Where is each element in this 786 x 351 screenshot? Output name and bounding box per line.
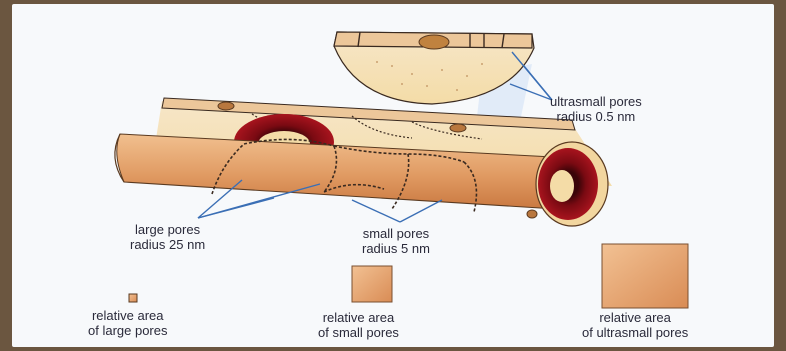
legend-square-ultrasmall — [602, 244, 688, 308]
small-pores-title: small pores — [362, 226, 430, 241]
ultrasmall-pores-label: ultrasmall pores radius 0.5 nm — [550, 94, 642, 124]
legend-ultrasmall-line2: of ultrasmall pores — [582, 325, 688, 340]
legend-large-line1: relative area — [88, 308, 168, 323]
legend-square-small — [352, 266, 392, 302]
legend-ultrasmall-line1: relative area — [582, 310, 688, 325]
small-pores-label: small pores radius 5 nm — [362, 226, 430, 256]
capillary-illustration — [12, 4, 774, 347]
legend-large: relative area of large pores — [88, 308, 168, 338]
large-pores-title: large pores — [130, 222, 205, 237]
legend-ultrasmall: relative area of ultrasmall pores — [582, 310, 688, 340]
legend-square-large — [129, 294, 137, 302]
diagram-panel: ultrasmall pores radius 0.5 nm large por… — [12, 4, 774, 347]
ultrasmall-pores-radius: radius 0.5 nm — [550, 109, 642, 124]
legend-large-line2: of large pores — [88, 323, 168, 338]
ultrasmall-pores-title: ultrasmall pores — [550, 94, 642, 109]
capillary-tube — [115, 98, 612, 226]
legend-small-line2: of small pores — [318, 325, 399, 340]
legend-small: relative area of small pores — [318, 310, 399, 340]
large-pores-radius: radius 25 nm — [130, 237, 205, 252]
legend-small-line1: relative area — [318, 310, 399, 325]
small-pores-radius: radius 5 nm — [362, 241, 430, 256]
large-pores-label: large pores radius 25 nm — [130, 222, 205, 252]
